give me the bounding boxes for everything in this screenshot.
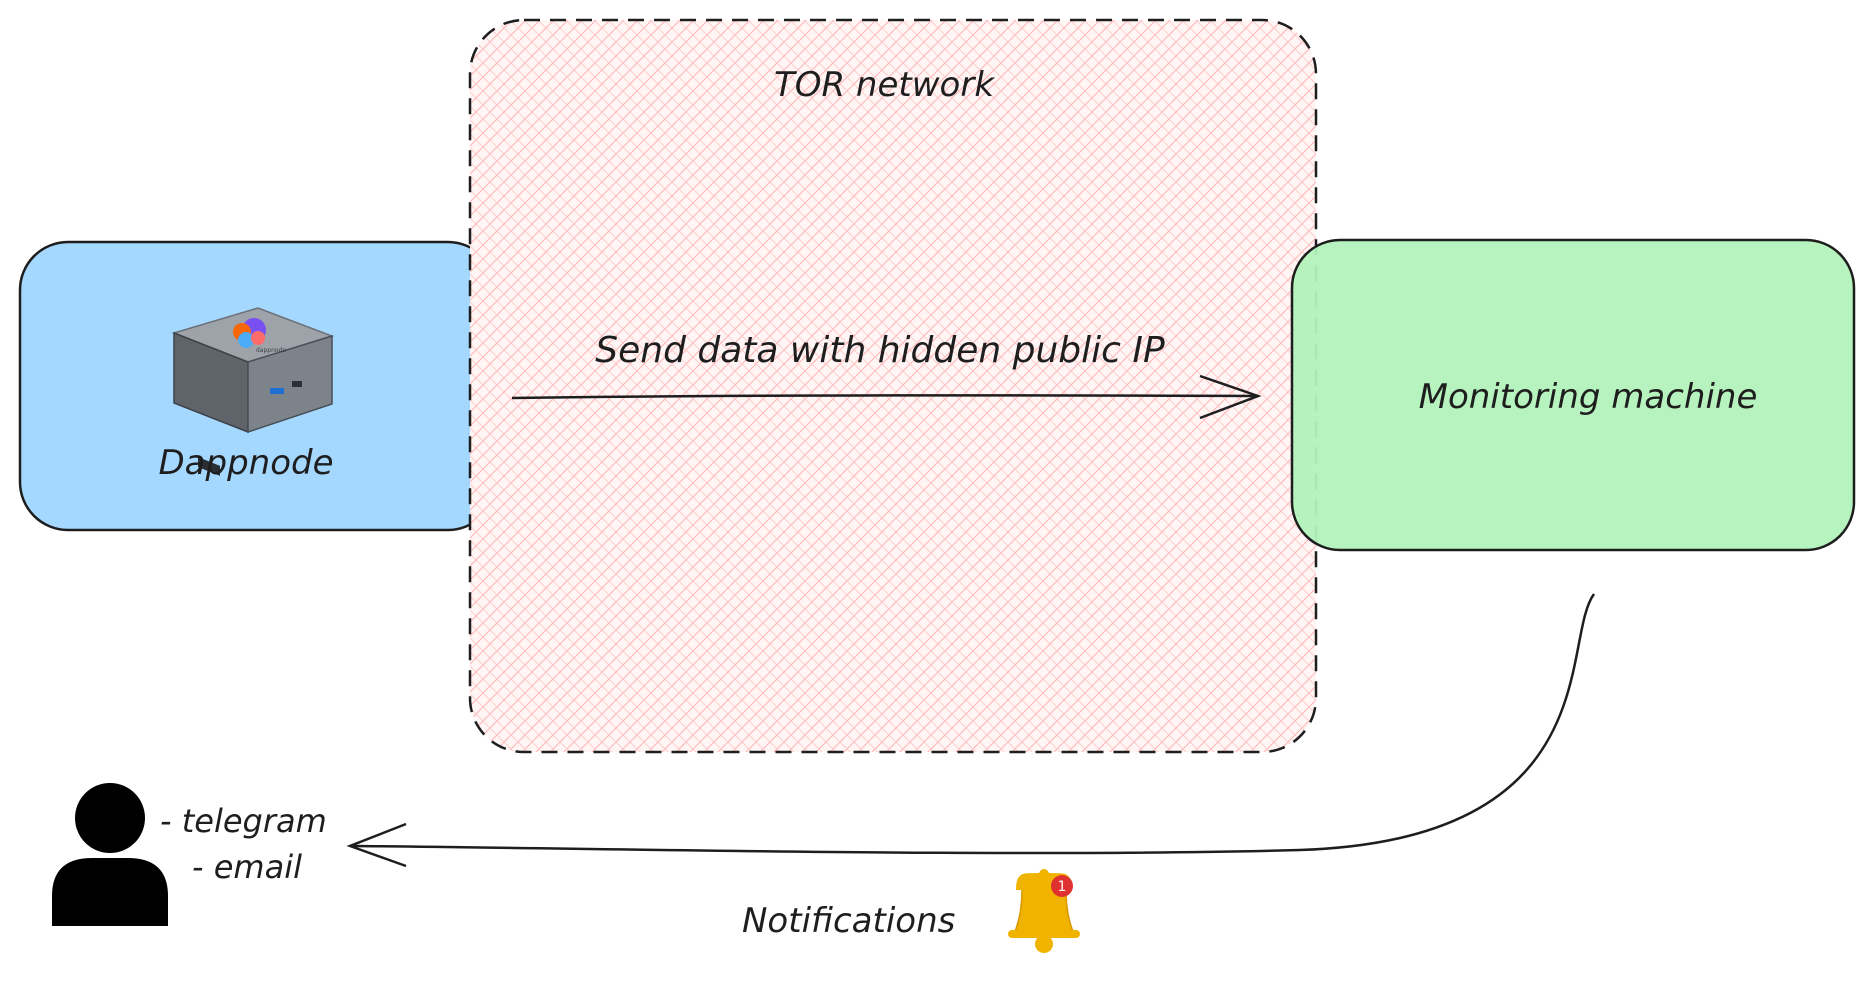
svg-text:dappnode: dappnode bbox=[256, 347, 286, 354]
dappnode-label: Dappnode bbox=[158, 443, 333, 483]
dappnode-node[interactable]: dappnode Dappnode bbox=[18, 240, 498, 532]
send-data-edge[interactable]: Send data with hidden public IP bbox=[511, 330, 1262, 420]
send-data-arrow-line bbox=[511, 394, 1257, 400]
user-icon bbox=[52, 783, 168, 926]
tor-network-label: TOR network bbox=[774, 65, 995, 105]
send-data-label: Send data with hidden public IP bbox=[595, 330, 1165, 371]
notifications-edge[interactable] bbox=[346, 593, 1596, 868]
monitoring-node[interactable]: Monitoring machine bbox=[1290, 238, 1856, 552]
notifications-arrow-line bbox=[351, 593, 1596, 855]
notification-badge-count: 1 bbox=[1058, 879, 1067, 895]
user-channel-email: - email bbox=[192, 848, 302, 886]
monitoring-label: Monitoring machine bbox=[1419, 377, 1758, 417]
notifications-arrowhead bbox=[346, 822, 407, 868]
tor-network-box bbox=[468, 18, 1318, 754]
user-channel-telegram: - telegram bbox=[160, 802, 327, 840]
send-data-arrowhead bbox=[1199, 374, 1262, 420]
notification-badge: 1 bbox=[1051, 875, 1073, 897]
mini-pc-device-icon: dappnode bbox=[171, 307, 335, 476]
notifications-label: Notifications bbox=[742, 901, 955, 941]
monitoring-box bbox=[1290, 238, 1856, 552]
tor-network-region[interactable]: TOR network bbox=[468, 18, 1318, 754]
